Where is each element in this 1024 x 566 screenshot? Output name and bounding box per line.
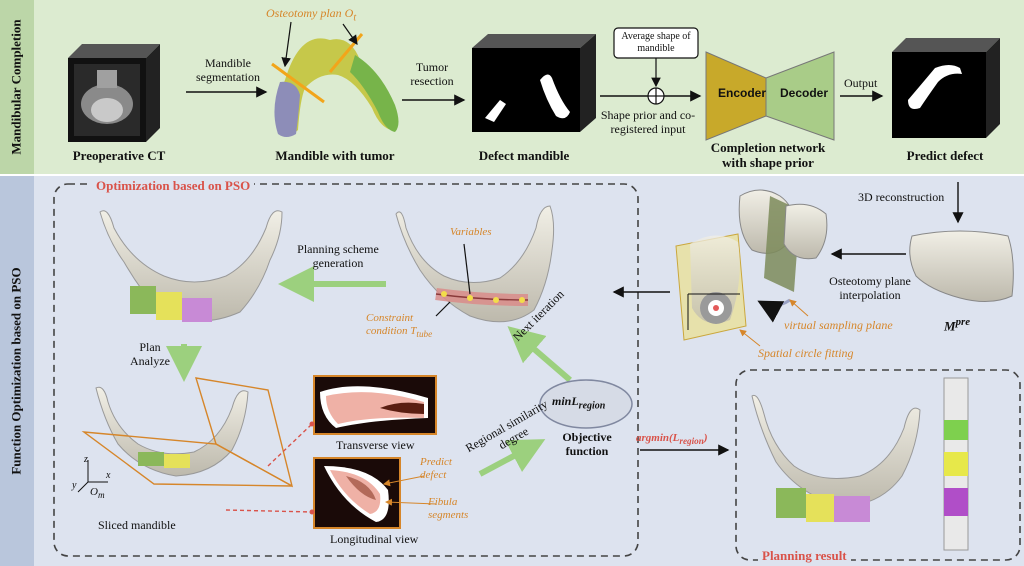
axis-x-label: x (106, 470, 111, 481)
mandible-variables-model (395, 205, 555, 323)
min-l-label: minLregion (552, 394, 606, 412)
argmin-label: argmin(Lregion) (636, 432, 708, 447)
average-shape-node (613, 27, 699, 105)
section-label-bottom: Function Optimization based on PSO (0, 176, 34, 566)
mandible-with-tumor-label: Mandible with tumor (275, 148, 395, 163)
preop-ct-cube (68, 44, 160, 142)
spatial-circle-label: Spatial circle fitting (758, 346, 854, 360)
planning-scheme-label: Planning scheme generation (297, 242, 379, 270)
preop-ct-label: Preoperative CT (72, 148, 166, 163)
mandible-segmentation-label: Mandible segmentation (196, 56, 260, 84)
defect-mandible-cube (472, 34, 596, 132)
planning-result-dashed-box (735, 369, 1021, 561)
shape-prior-label: Shape prior and co-registered input (600, 108, 696, 136)
completion-network-label: Completion network with shape prior (710, 140, 826, 170)
plan-analyze-label: Plan Analyze (130, 340, 170, 368)
objective-function-label: Objective function (562, 430, 612, 458)
encoder-label: Encoder (718, 86, 767, 100)
pso-dashed-box (53, 183, 639, 557)
osteotomy-plan-label: Osteotomy plan Ot (266, 6, 357, 24)
longitudinal-view-label: Longitudinal view (330, 532, 419, 546)
mandible-plan-model (99, 210, 283, 322)
planning-result-title: Planning result (758, 548, 851, 564)
transverse-view-panel (313, 375, 437, 435)
predict-defect-top-label: Predict defect (906, 148, 984, 163)
axis-z-label: z (84, 454, 88, 465)
predict-defect-cube (892, 38, 1000, 138)
average-shape-label: Average shape of mandible (621, 31, 691, 54)
mpre-model (909, 230, 1014, 302)
variables-label: Variables (450, 226, 492, 238)
reconstruction-label: 3D reconstruction (858, 190, 945, 204)
tumor-resection-label: Tumor resection (410, 60, 454, 88)
green-arrows (166, 266, 572, 477)
sliced-mandible-model (77, 377, 294, 493)
section-label-top: Mandibular Completion (0, 0, 34, 174)
osteotomy-interpolation-label: Osteotomy plane interpolation (829, 274, 911, 302)
top-arrows (186, 86, 964, 224)
axis-origin-label: Om (90, 486, 105, 501)
predict-defect-slice-label: Predict defect (420, 456, 452, 481)
constraint-label: Constraint condition Ttube (366, 312, 433, 340)
mandible-tumor-model (271, 21, 399, 137)
objective-ellipse (539, 379, 633, 429)
transverse-view-label: Transverse view (336, 438, 415, 452)
virtual-sampling-label: virtual sampling plane (784, 318, 893, 332)
sliced-mandible-label: Sliced mandible (98, 518, 176, 532)
output-label: Output (844, 76, 878, 90)
m-pre-label: Mpre (944, 316, 970, 334)
completion-network-shape (705, 51, 835, 141)
planning-result-model (751, 377, 969, 551)
axis-y-label: y (72, 480, 77, 491)
fibula-segments-label: Fibula segments (428, 496, 469, 521)
defect-mandible-label: Defect mandible (478, 148, 570, 163)
virtual-sampling-model (675, 189, 828, 341)
decoder-label: Decoder (780, 86, 829, 100)
longitudinal-view-panel (313, 457, 437, 529)
pso-title: Optimization based on PSO (92, 178, 255, 194)
